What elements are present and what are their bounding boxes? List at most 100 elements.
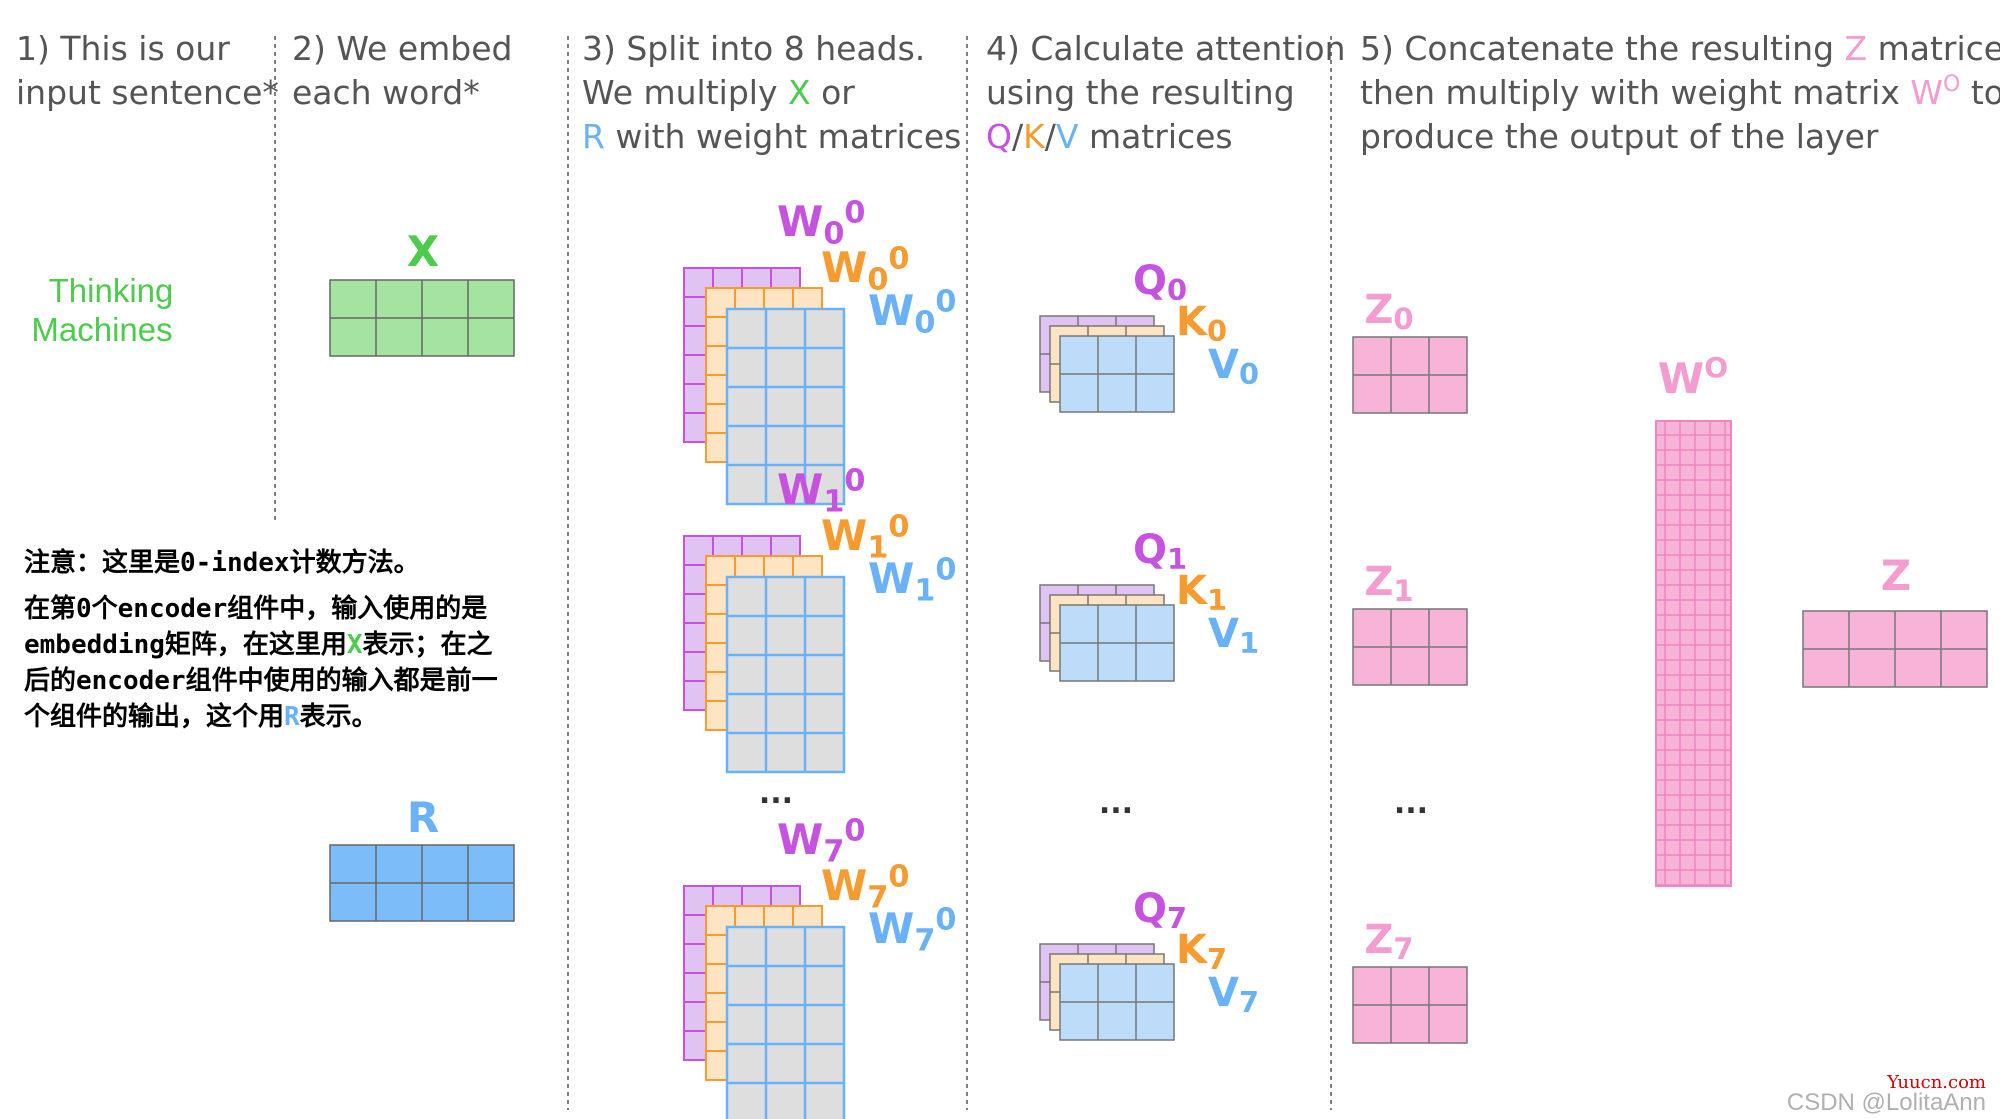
k-label-0: K0 — [1176, 299, 1227, 348]
wk-label-0-super: 0 — [888, 242, 909, 277]
header-step4-k: K — [1023, 117, 1046, 156]
header-step4-line1: 4) Calculate attention — [986, 29, 1346, 68]
note-text-f: 表示。 — [299, 702, 378, 732]
wq-label-1: W10 — [777, 464, 865, 520]
wk-label-7-letter: W — [821, 861, 867, 910]
wv-label-1: W10 — [868, 553, 956, 609]
k-label-0-letter: K — [1176, 299, 1209, 345]
wv-label-0-super: 0 — [935, 285, 956, 320]
header-step3-r: R — [582, 117, 605, 156]
header-step3-line3: R with weight matrices — [582, 117, 961, 156]
wo-label-w: W — [1658, 354, 1704, 403]
header-step1-line1: 1) This is our — [16, 29, 230, 68]
note-text-b: embedding矩阵，在这里用 — [24, 630, 347, 660]
header-step1-line2: input sentence* — [16, 73, 279, 112]
k-label-1-index: 1 — [1207, 583, 1227, 617]
q-label-0: Q0 — [1133, 258, 1187, 307]
v-matrix-1 — [1059, 604, 1175, 682]
v-label-1: V1 — [1208, 611, 1259, 660]
wk-label-7: W70 — [821, 860, 909, 916]
wq-label-0: W00 — [777, 196, 865, 252]
q-label-1-index: 1 — [1167, 542, 1187, 576]
watermark-credit: CSDN @LolitaAnn — [1786, 1089, 1986, 1116]
weights-ellipsis: ... — [759, 776, 793, 811]
header-step3-x: X — [788, 73, 811, 112]
wq-label-7-super: 0 — [844, 814, 865, 849]
z-label-0-letter: Z — [1364, 287, 1393, 333]
wq-label-1-index: 1 — [823, 485, 844, 520]
k-label-7: K7 — [1176, 927, 1227, 976]
note-x: X — [346, 630, 363, 660]
note-box: 注意：这里是0-index计数方法。 在第0个encoder组件中，输入使用的是… — [12, 545, 560, 745]
wv-label-1-super: 0 — [935, 553, 956, 588]
sentence-word-2: Machines — [31, 311, 172, 348]
v-label-0: V0 — [1208, 342, 1259, 391]
q-label-1-letter: Q — [1133, 527, 1167, 573]
header-step5-text-c: then multiply with weight matrix — [1360, 73, 1910, 112]
k-label-1: K1 — [1176, 568, 1227, 617]
output-z-grid — [1802, 610, 1988, 688]
z-head-7: Z7 — [1352, 917, 1468, 1044]
note-r: R — [284, 702, 300, 732]
v-label-1-letter: V — [1208, 611, 1239, 657]
r-label: R — [407, 793, 439, 842]
header-step2-line1: 2) We embed — [292, 29, 513, 68]
note-text-d: 后的encoder组件中使用的输入都是前一 — [24, 666, 498, 696]
wv-label-0-index: 0 — [914, 306, 935, 341]
z-label-1: Z1 — [1364, 559, 1413, 608]
wq-label-7: W70 — [777, 814, 865, 870]
header-step5-line1: 5) Concatenate the resulting Z matrices, — [1360, 29, 2000, 68]
wq-label-0-super: 0 — [844, 196, 865, 231]
v-label-1-index: 1 — [1239, 626, 1259, 660]
note-text-c: 表示；在之 — [362, 630, 493, 660]
z-label-7-letter: Z — [1364, 917, 1393, 963]
header-step5-text-b: matrices, — [1867, 29, 2000, 68]
watermark-site: Yuucn.com — [1887, 1072, 1986, 1093]
wk-label-1-index: 1 — [867, 531, 888, 566]
header-step3-line1: 3) Split into 8 heads. — [582, 29, 925, 68]
z-matrix-1 — [1352, 608, 1468, 686]
output-z-matrix — [1802, 610, 1988, 688]
header-step4-line3: Q/K/V matrices — [986, 117, 1233, 156]
q-label-1: Q1 — [1133, 527, 1187, 576]
k-label-7-letter: K — [1176, 927, 1209, 973]
wv-label-7-letter: W — [868, 904, 914, 953]
wk-label-0-index: 0 — [867, 263, 888, 298]
header-step5-text-d: to — [1960, 73, 2000, 112]
header-step3-line2: We multiply X or — [582, 73, 855, 112]
header-step5-line2: then multiply with weight matrix WO to — [1360, 72, 2000, 112]
z-label-1-index: 1 — [1393, 574, 1413, 608]
wq-label-7-index: 7 — [823, 835, 844, 870]
wo-weight-matrix — [1655, 420, 1732, 887]
q-label-7-letter: Q — [1133, 886, 1167, 932]
v-matrix-7 — [1059, 963, 1175, 1041]
z-head-1: Z1 — [1352, 559, 1468, 686]
z-matrix-7 — [1352, 966, 1468, 1044]
output-z-label: Z — [1881, 551, 1911, 600]
qkv-ellipsis: ... — [1099, 786, 1133, 821]
wk-label-0: W00 — [821, 242, 909, 298]
header-step5-w: W — [1910, 73, 1943, 112]
k-label-1-letter: K — [1176, 568, 1209, 614]
wv-label-1-letter: W — [868, 554, 914, 603]
z-label-0: Z0 — [1364, 287, 1413, 336]
sentence-word-1: Thinking — [49, 272, 174, 309]
wv-label-7-super: 0 — [935, 903, 956, 938]
wk-label-7-index: 7 — [867, 881, 888, 916]
column-dividers — [274, 36, 1332, 1110]
x-embedding-matrix — [329, 279, 515, 357]
wk-label-1-letter: W — [821, 511, 867, 560]
x-label: X — [407, 227, 439, 276]
header-step3-text-a: We multiply — [582, 73, 788, 112]
wv-matrix-1 — [725, 575, 846, 774]
header-step5-line3: produce the output of the layer — [1360, 117, 1879, 156]
q-label-7: Q7 — [1133, 886, 1187, 935]
note-text-a: 在第0个encoder组件中，输入使用的是 — [24, 594, 488, 624]
wk-label-0-letter: W — [821, 243, 867, 292]
wq-label-7-letter: W — [777, 815, 823, 864]
